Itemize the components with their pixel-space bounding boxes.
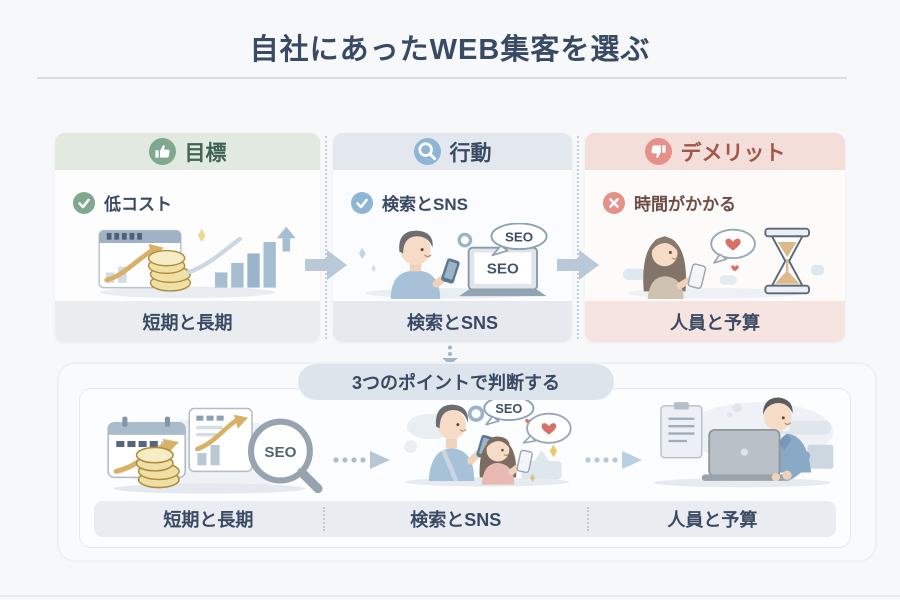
action-caption: 検索とSNS — [333, 301, 572, 342]
footer-divider — [0, 595, 900, 597]
demerit-header: デメリット — [585, 133, 845, 170]
demerit-caption: 人員と予算 — [585, 301, 845, 342]
goal-header: 目標 — [55, 133, 320, 170]
summary-label-demerit: 人員と予算 — [667, 510, 758, 530]
magnifier-seo-label: SEO — [264, 444, 296, 461]
bubble-seo-label: SEO — [495, 401, 522, 416]
goal-illustration — [59, 223, 316, 299]
arrow-right-icon — [305, 250, 347, 280]
demerit-column-card: デメリット 時間がかかる — [585, 133, 845, 342]
arrow-down-icon — [442, 345, 458, 365]
summary-pill: 3つのポイントで判断する — [298, 364, 614, 400]
dashed-arrow-icon — [333, 451, 390, 469]
action-point-label: 検索とSNS — [382, 195, 468, 214]
dotted-divider — [586, 507, 589, 531]
check-icon — [73, 191, 95, 214]
summary-panel: SEO — [79, 388, 851, 548]
action-header: 行動 — [333, 133, 572, 170]
summary-demerit-illustration — [648, 389, 838, 493]
demerit-point: 時間がかかる — [603, 190, 736, 215]
goal-point-label: 低コスト — [104, 195, 172, 214]
summary-label-action: 検索とSNS — [410, 510, 502, 530]
summary-goal-illustration: SEO — [96, 393, 324, 497]
summary-outer-panel: SEO — [57, 362, 877, 562]
summary-label-bar: 短期と長期 検索とSNS 人員と予算 — [94, 501, 836, 537]
magnifying-glass-icon — [413, 138, 441, 165]
action-point: 検索とSNS — [351, 190, 468, 215]
summary-label-goal: 短期と長期 — [163, 510, 254, 530]
action-illustration: SEO SEO — [337, 222, 568, 299]
check-icon — [351, 191, 373, 214]
goal-point: 低コスト — [73, 190, 172, 215]
page-title: 自社にあったWEB集客を選ぶ — [249, 34, 651, 66]
bubble-seo-label: SEO — [505, 230, 533, 245]
cross-icon — [603, 191, 625, 214]
dashed-arrow-icon — [585, 451, 642, 469]
action-body: 検索とSNS — [333, 170, 572, 301]
goal-body: 低コスト — [55, 170, 320, 301]
dotted-separator — [577, 136, 579, 339]
thumbs-up-icon — [148, 138, 176, 165]
laptop-seo-label: SEO — [487, 260, 519, 277]
goal-column-card: 目標 低コスト — [55, 133, 320, 342]
dotted-separator — [325, 136, 327, 339]
summary-action-illustration: SEO — [396, 389, 578, 493]
demerit-illustration — [589, 223, 841, 299]
arrow-right-icon — [557, 250, 599, 280]
goal-header-label: 目標 — [184, 141, 227, 165]
dotted-divider — [322, 507, 325, 531]
action-column-card: 行動 検索とSNS — [333, 133, 572, 342]
goal-caption: 短期と長期 — [55, 301, 320, 342]
demerit-header-label: デメリット — [680, 141, 786, 165]
demerit-body: 時間がかかる — [585, 170, 845, 301]
title-underline — [37, 77, 847, 79]
demerit-point-label: 時間がかかる — [634, 195, 736, 214]
thumbs-down-icon — [644, 138, 672, 165]
action-header-label: 行動 — [449, 141, 492, 165]
